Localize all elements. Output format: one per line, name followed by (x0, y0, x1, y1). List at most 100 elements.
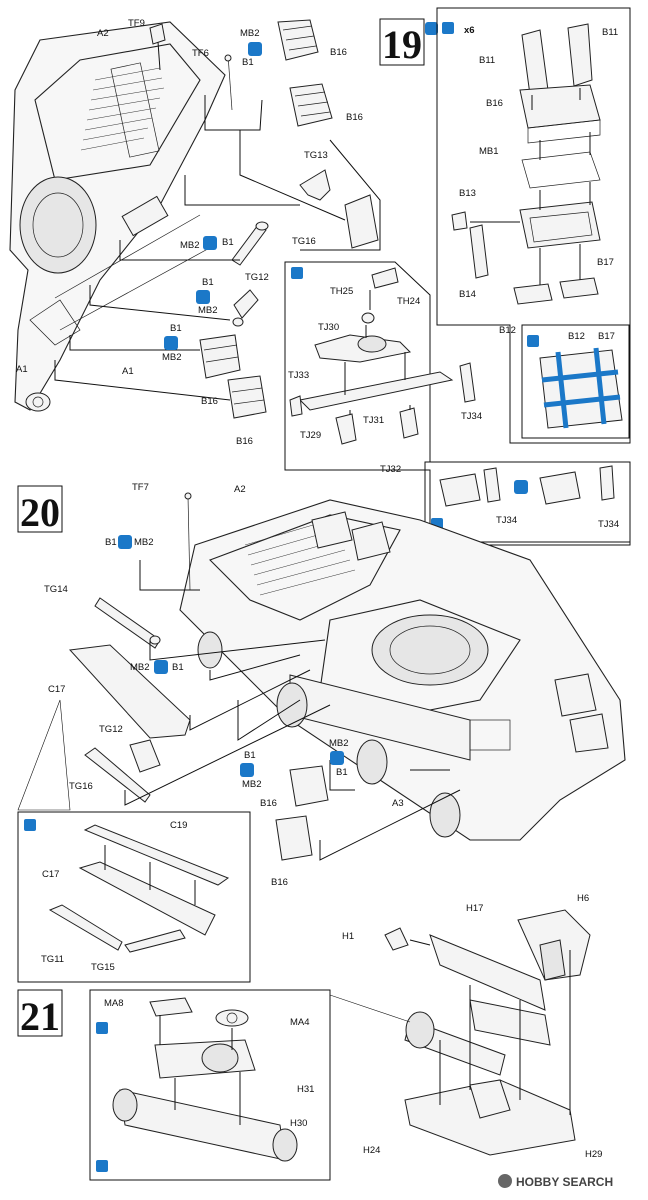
engine-grille (80, 62, 165, 158)
part-label-h17: H17 (466, 903, 483, 914)
hull-rear-deck (9, 21, 226, 412)
part-label-tg11: TG11 (41, 954, 64, 965)
part-label-b16-b: B16 (346, 112, 363, 123)
part-label-h29: H29 (585, 1149, 602, 1160)
part-label-c17: C17 (48, 684, 65, 695)
step-21-number-box (17, 989, 63, 1037)
part-label-b1-d: B1 (170, 323, 182, 334)
part-label-b17: B17 (597, 257, 614, 268)
glue-icon (24, 819, 36, 831)
part-label-mb2-b: MB2 (180, 240, 200, 251)
assembly-symbol-icon (164, 22, 438, 350)
part-label-tj31: TJ31 (363, 415, 384, 426)
glue-icon (96, 1160, 108, 1172)
step-19-labels: TF9 A2 MB2 B1 TF6 B16 B16 TG13 TG16 MB2 … (16, 18, 363, 447)
part-label-mb2-c: MB2 (198, 305, 218, 316)
part-label-th24: TH24 (397, 296, 420, 307)
part-label-tj34-c: TJ34 (598, 519, 619, 530)
part-label-b16-c: B16 (201, 396, 218, 407)
part-tg13 (299, 169, 331, 201)
part-label-a3: A3 (392, 798, 404, 809)
part-tg16-mid (84, 747, 151, 803)
svg-text:HOBBY SEARCH: HOBBY SEARCH (516, 1175, 613, 1189)
part-label-tf9: TF9 (128, 18, 145, 29)
part-label-tg13: TG13 (304, 150, 328, 161)
water-drop-icon (96, 1022, 108, 1034)
part-label-ma4: MA4 (290, 1017, 310, 1028)
part-b16-cans (275, 765, 329, 861)
part-label-mb2-g: MB2 (242, 779, 262, 790)
part-label-tg15: TG15 (91, 962, 115, 973)
glue-icon (442, 22, 454, 34)
part-label-b13: B13 (459, 188, 476, 199)
part-label-b1-c: B1 (202, 277, 214, 288)
part-label-tg16-top: TG16 (292, 236, 316, 247)
part-label-ma8: MA8 (104, 998, 124, 1009)
part-label-tf7: TF7 (132, 482, 149, 493)
part-tg14 (94, 597, 161, 649)
sub-assembly-tj-box: TH25 TH24 TJ30 TJ33 TJ29 TJ31 TJ32 TJ34 … (284, 261, 631, 546)
assembly-guide-lines-20 (17, 560, 461, 861)
step-20-number-box (17, 485, 63, 533)
part-label-x6: x6 (464, 25, 475, 36)
part-label-a2-mid: A2 (234, 484, 246, 495)
part-label-b1-b: B1 (222, 237, 234, 248)
part-label-c17-sub: C17 (42, 869, 59, 880)
part-label-b16-a: B16 (330, 47, 347, 58)
part-c17 (68, 644, 191, 739)
part-label-a1-l: A1 (16, 364, 28, 375)
part-label-tj34: TJ34 (461, 411, 482, 422)
part-label-b1-h: B1 (336, 767, 348, 778)
part-tg12 (232, 289, 259, 327)
engine-grille-20 (244, 519, 356, 596)
part-label-b1-e: B1 (105, 537, 117, 548)
part-label-tg12-mid: TG12 (99, 724, 123, 735)
part-label-mb1: MB1 (479, 146, 499, 157)
jerry-can-b16-c (199, 334, 241, 379)
part-tg16 (231, 221, 269, 266)
part-label-mb2-e: MB2 (134, 537, 154, 548)
step-19-number-box (379, 18, 425, 66)
part-label-b11-l: B11 (479, 55, 495, 66)
part-label-tj30: TJ30 (318, 322, 339, 333)
part-label-c19: C19 (170, 820, 187, 831)
part-label-tj34-b: TJ34 (496, 515, 517, 526)
part-label-h6: H6 (577, 893, 589, 904)
part-label-mb2-f: MB2 (130, 662, 150, 673)
gun-mount-assembly (384, 909, 591, 1156)
step-20-number: 20 (20, 490, 60, 535)
part-tf9 (149, 23, 166, 71)
part-label-b1-top: B1 (242, 57, 254, 68)
part-label-b16-d: B16 (236, 436, 253, 447)
part-label-h31: H31 (297, 1084, 314, 1095)
part-tf6 (224, 54, 233, 111)
part-label-b16-e: B16 (260, 798, 277, 809)
watermark: HOBBY SEARCH (498, 1174, 613, 1189)
part-label-h1: H1 (342, 931, 354, 942)
part-label-mb2-d: MB2 (162, 352, 182, 363)
step-21-number: 21 (20, 994, 60, 1039)
glue-icon (527, 335, 539, 347)
step-21-labels: H17 H6 H1 MA8 MA4 H31 H30 H24 H29 (104, 893, 602, 1160)
part-label-b17-sub: B17 (598, 331, 615, 342)
glue-icon (291, 267, 303, 279)
part-label-tj33: TJ33 (288, 370, 309, 381)
assembly-symbol-icon (118, 535, 344, 777)
part-label-th25: TH25 (330, 286, 353, 297)
part-label-a2-top: A2 (97, 28, 109, 39)
part-label-b12-sub: B12 (568, 331, 585, 342)
step-19-number: 19 (382, 22, 422, 67)
part-tg12-mid (129, 739, 161, 773)
step-20-labels: TF7 A2 B1 MB2 TG14 MB2 B1 C17 TG12 TG16 … (44, 482, 404, 888)
part-label-tj32: TJ32 (380, 464, 401, 475)
jerry-can-b16-b (289, 83, 333, 127)
part-label-b12: B12 (499, 325, 516, 336)
sub-assembly-c19-box: C19 C17 TG11 TG15 (17, 811, 251, 983)
part-label-mb2-h: MB2 (329, 738, 349, 749)
part-label-tg12-top: TG12 (245, 272, 269, 283)
part-label-tg14: TG14 (44, 584, 68, 595)
part-label-tj29: TJ29 (300, 430, 321, 441)
step-21: 21 (17, 893, 602, 1181)
part-label-b16-box: B16 (486, 98, 503, 109)
